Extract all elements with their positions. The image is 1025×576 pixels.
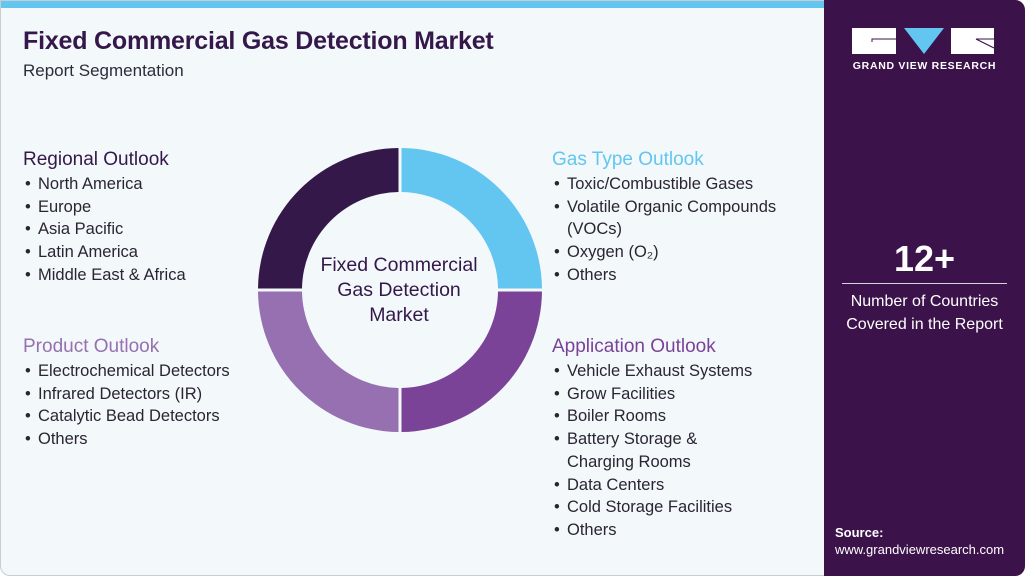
stat-description-line: Covered in the Report	[846, 315, 1003, 333]
regional-outlook-section: Regional Outlook North America Europe As…	[23, 149, 186, 287]
gas-type-outlook-section: Gas Type Outlook Toxic/Combustible Gases…	[552, 149, 776, 287]
list-item: Others	[552, 519, 752, 542]
source-link[interactable]: www.grandviewresearch.com	[835, 542, 1005, 557]
application-outlook-section: Application Outlook Vehicle Exhaust Syst…	[552, 336, 752, 542]
list-item: Cold Storage Facilities	[552, 496, 752, 519]
donut-center-label: Fixed Commercial Gas Detection Market	[303, 253, 495, 328]
center-label-line: Gas Detection	[337, 279, 461, 301]
list-item: Middle East & Africa	[23, 264, 186, 287]
stat-divider	[842, 283, 1007, 284]
brand-sidebar: GRAND VIEW RESEARCH 12+ Number of Countr…	[824, 0, 1025, 576]
list-item-continuation: Charging Rooms	[567, 452, 691, 471]
list-item: Catalytic Bead Detectors	[23, 405, 230, 428]
page-subtitle: Report Segmentation	[23, 61, 184, 80]
regional-outlook-title: Regional Outlook	[23, 149, 169, 170]
application-outlook-list: Vehicle Exhaust Systems Grow Facilities …	[552, 360, 752, 542]
list-item: Battery Storage &	[552, 428, 752, 451]
list-item: Others	[552, 264, 776, 287]
donut-segment-application	[401, 291, 542, 432]
list-item: North America	[23, 173, 186, 196]
gvr-logo-icon	[852, 28, 994, 54]
source-label: Source:	[835, 525, 884, 540]
center-label-line: Fixed Commercial	[320, 254, 478, 276]
product-outlook-list: Electrochemical Detectors Infrared Detec…	[23, 360, 230, 451]
countries-stat-value: 12+	[893, 238, 956, 279]
page-title: Fixed Commercial Gas Detection Market	[23, 27, 494, 55]
stat-description-line: Number of Countries	[850, 293, 999, 310]
product-outlook-title: Product Outlook	[23, 336, 160, 357]
list-item: Europe	[23, 196, 186, 219]
list-item: Infrared Detectors (IR)	[23, 383, 230, 406]
donut-segment-regional	[258, 148, 399, 289]
gas-type-outlook-list: Toxic/Combustible Gases Volatile Organic…	[552, 173, 776, 287]
list-item: Latin America	[23, 241, 186, 264]
gas-type-outlook-title: Gas Type Outlook	[552, 149, 704, 170]
list-item: Volatile Organic Compounds	[552, 196, 776, 219]
segmentation-donut-chart	[258, 148, 542, 432]
list-item: Toxic/Combustible Gases	[552, 173, 776, 196]
product-outlook-section: Product Outlook Electrochemical Detector…	[23, 336, 230, 451]
list-item: Electrochemical Detectors	[23, 360, 230, 383]
list-item: Grow Facilities	[552, 383, 752, 406]
center-label-line: Market	[369, 304, 429, 326]
application-outlook-title: Application Outlook	[552, 336, 716, 357]
list-item-continuation: (VOCs)	[567, 220, 622, 239]
list-item: Boiler Rooms	[552, 405, 752, 428]
list-item: Asia Pacific	[23, 218, 186, 241]
list-item: Data Centers	[552, 474, 752, 497]
regional-outlook-list: North America Europe Asia Pacific Latin …	[23, 173, 186, 287]
list-item: Others	[23, 428, 230, 451]
donut-segment-gas-type	[401, 148, 542, 289]
top-accent-bar	[1, 1, 825, 8]
list-item: Vehicle Exhaust Systems	[552, 360, 752, 383]
list-item: Oxygen (O₂)	[552, 241, 776, 264]
donut-segment-product	[258, 291, 399, 432]
brand-name: GRAND VIEW RESEARCH	[852, 60, 997, 72]
countries-stat-description: Number of Countries Covered in the Repor…	[824, 291, 1025, 336]
